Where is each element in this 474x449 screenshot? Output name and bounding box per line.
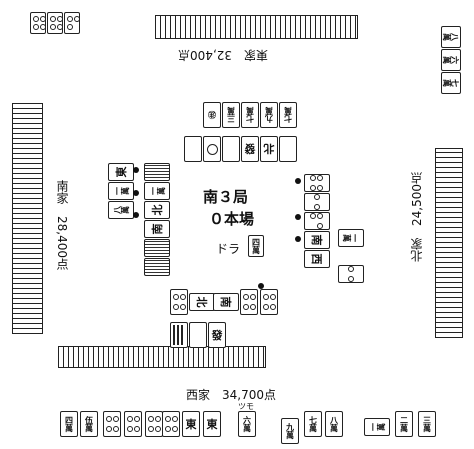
discard-tile xyxy=(170,322,188,348)
south-wall xyxy=(12,103,43,334)
discard-tile: 北 xyxy=(260,136,278,162)
hand-tile[interactable]: 八 萬 xyxy=(325,411,343,437)
north-player-label: 北家 24,500点 xyxy=(410,172,424,262)
discard-tile: ㊟ xyxy=(203,102,221,128)
tile xyxy=(64,12,80,34)
discard-tile: 北 xyxy=(189,293,215,311)
hand-tile[interactable] xyxy=(145,411,163,437)
discard-tile xyxy=(260,289,278,315)
hand-tile[interactable]: 七 萬 xyxy=(304,411,322,437)
discard-tile: 八 萬 xyxy=(108,201,134,219)
hand-tile[interactable]: 三 萬 xyxy=(418,411,436,437)
tile xyxy=(30,12,46,34)
discard-tile: 東 xyxy=(108,163,134,181)
hand-tile[interactable] xyxy=(162,411,180,437)
discard-tile xyxy=(240,289,258,315)
discard-tile xyxy=(144,163,170,181)
hand-tile[interactable]: 二 萬 xyxy=(395,411,413,437)
discard-tile xyxy=(222,136,240,162)
dora-tile: 四 萬 xyxy=(248,235,264,257)
discard-tile: 一 萬 xyxy=(338,229,364,247)
discard-tile xyxy=(144,258,170,276)
discard-tile xyxy=(170,289,188,315)
discard-tile xyxy=(203,136,221,162)
discard-tile: 七 萬 xyxy=(279,102,297,128)
hand-tile[interactable] xyxy=(103,411,121,437)
riichi-marker xyxy=(133,212,139,218)
discard-tile xyxy=(189,322,207,348)
tile-top-right-1: 八 萬 xyxy=(441,26,461,48)
hand-tile[interactable]: 東 xyxy=(203,411,221,437)
discard-tile: 三 萬 xyxy=(222,102,240,128)
hand-tile[interactable]: 九 萬 xyxy=(281,418,299,444)
discard-tile xyxy=(304,212,330,230)
discard-tile xyxy=(144,239,170,257)
tsumo-label: ツモ xyxy=(238,402,254,411)
west-wall xyxy=(58,346,266,368)
discard-tile xyxy=(304,174,330,192)
discard-tile: 九 萬 xyxy=(260,102,278,128)
discard-tile: 西 xyxy=(304,250,330,268)
round-wind: 南３局 xyxy=(203,188,249,206)
riichi-marker xyxy=(133,190,139,196)
riichi-marker xyxy=(295,236,301,242)
discard-tile: 發 xyxy=(241,136,259,162)
tsumo-tile[interactable]: 六 萬 xyxy=(238,411,256,437)
north-wall xyxy=(435,148,463,338)
hand-tile[interactable]: 一 萬 xyxy=(364,418,390,436)
honba-count: ０本場 xyxy=(209,210,255,228)
discard-tile: 南 xyxy=(304,231,330,249)
east-player-label: 東家 32,400点 xyxy=(178,48,269,62)
discard-tile: 南 xyxy=(213,293,239,311)
riichi-marker xyxy=(133,167,139,173)
discard-tile xyxy=(304,193,330,211)
discard-tile xyxy=(279,136,297,162)
discard-tile: 七 萬 xyxy=(241,102,259,128)
discard-tile: 南 xyxy=(144,220,170,238)
hand-tile[interactable]: 東 xyxy=(182,411,200,437)
hand-tile[interactable]: 伍 萬 xyxy=(80,411,98,437)
hand-tile[interactable] xyxy=(124,411,142,437)
riichi-marker xyxy=(295,214,301,220)
tile-top-right-2: 六 萬 xyxy=(441,49,461,71)
dora-label: ドラ xyxy=(216,242,241,256)
tile-top-right-3: 七 萬 xyxy=(441,72,461,94)
discard-tile xyxy=(184,136,202,162)
discard-tile: 發 xyxy=(208,322,226,348)
west-player-label: 西家 34,700点 xyxy=(186,388,277,402)
discard-tile xyxy=(338,265,364,283)
hand-tile[interactable]: 四 萬 xyxy=(60,411,78,437)
riichi-marker xyxy=(258,283,264,289)
tile xyxy=(47,12,63,34)
discard-tile: 一 萬 xyxy=(144,182,170,200)
riichi-marker xyxy=(295,178,301,184)
discard-tile: 北 xyxy=(144,201,170,219)
east-wall xyxy=(155,15,358,39)
south-player-label: 南家 28,400点 xyxy=(55,180,69,270)
discard-tile: 一 萬 xyxy=(108,182,134,200)
